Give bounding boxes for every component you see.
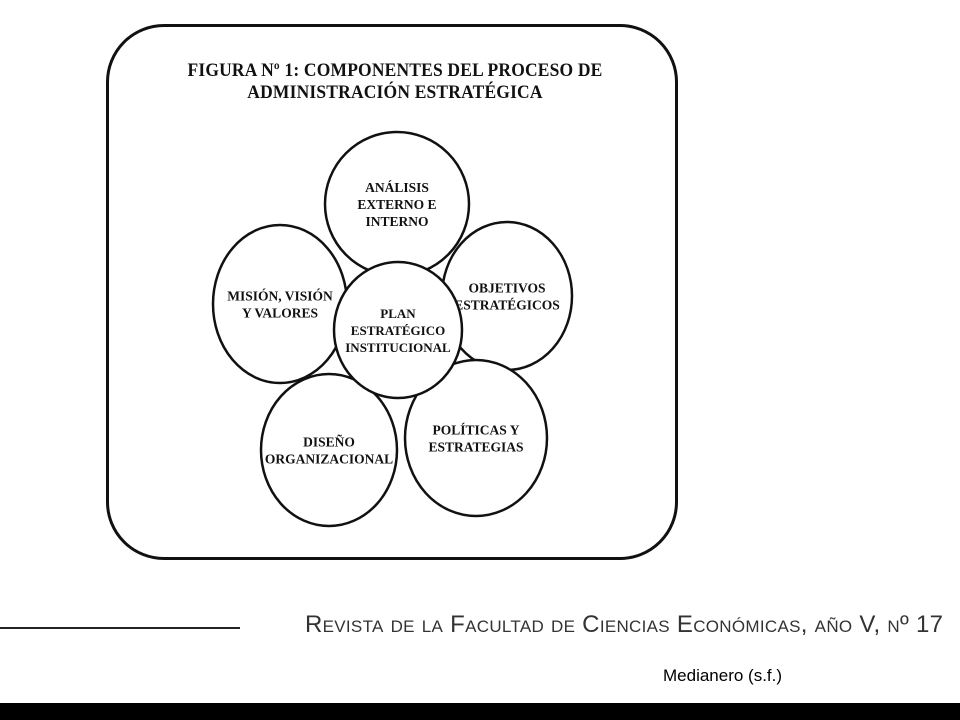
figure-title: FIGURA Nº 1: COMPONENTES DEL PROCESO DE … bbox=[170, 60, 621, 104]
circle-mision-shape bbox=[211, 223, 349, 385]
circle-politicas: POLÍTICAS Y ESTRATEGIAS bbox=[403, 358, 549, 518]
figure-title-line-2: ADMINISTRACIÓN ESTRATÉGICA bbox=[247, 82, 543, 103]
circle-diseno-shape bbox=[259, 372, 399, 528]
label-plan-line-1: PLAN bbox=[380, 306, 416, 321]
label-plan-line-2: ESTRATÉGICO bbox=[351, 323, 445, 338]
circle-plan-shape bbox=[332, 260, 464, 400]
circle-objetivos: OBJETIVOS ESTRATÉGICOS bbox=[440, 220, 574, 372]
label-mision-line-1: MISIÓN, VISIÓN bbox=[227, 289, 333, 304]
label-analisis-line-3: INTERNO bbox=[365, 214, 428, 229]
label-diseno-line-2: ORGANIZACIONAL bbox=[265, 452, 393, 467]
circle-plan: PLAN ESTRATÉGICO INSTITUCIONAL bbox=[332, 260, 464, 400]
label-analisis-line-1: ANÁLISIS bbox=[365, 180, 429, 195]
label-politicas-line-2: ESTRATEGIAS bbox=[428, 440, 523, 455]
label-politicas-line-1: POLÍTICAS Y bbox=[433, 423, 520, 438]
circle-mision: MISIÓN, VISIÓN Y VALORES bbox=[211, 223, 349, 385]
circle-analisis: ANÁLISIS EXTERNO E INTERNO bbox=[323, 130, 471, 278]
circle-politicas-shape bbox=[403, 358, 549, 518]
label-objetivos-line-2: ESTRATÉGICOS bbox=[454, 298, 560, 313]
label-diseno-line-1: DISEÑO bbox=[303, 435, 355, 450]
label-plan-line-3: INSTITUCIONAL bbox=[345, 340, 451, 355]
circle-objetivos-shape bbox=[440, 220, 574, 372]
circle-diseno: DISEÑO ORGANIZACIONAL bbox=[259, 372, 399, 528]
label-objetivos-line-1: OBJETIVOS bbox=[468, 281, 545, 296]
bottom-bar bbox=[0, 703, 960, 720]
source-caption: Medianero (s.f.) bbox=[663, 666, 783, 685]
figure-title-line-1: FIGURA Nº 1: COMPONENTES DEL PROCESO DE bbox=[187, 60, 603, 81]
label-mision-line-2: Y VALORES bbox=[242, 306, 318, 321]
journal-reference: Revista de la Facultad de Ciencias Econó… bbox=[305, 611, 944, 638]
label-analisis-line-2: EXTERNO E bbox=[357, 197, 436, 212]
footer-rule bbox=[0, 627, 240, 629]
